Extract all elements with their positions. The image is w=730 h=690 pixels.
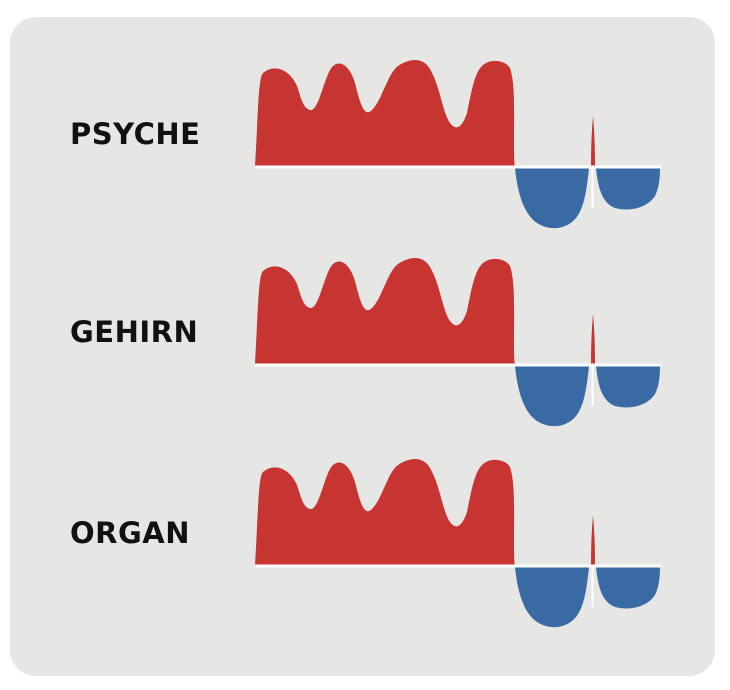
positive-wave-organ <box>255 459 515 565</box>
positive-wave-psyche <box>255 60 515 166</box>
negative-wave-b-gehirn <box>596 366 660 408</box>
spike-wave-gehirn <box>591 314 595 364</box>
negative-wave-a-psyche <box>515 168 589 229</box>
row-organ: ORGAN <box>0 447 730 647</box>
negative-wave-a-organ <box>515 567 589 628</box>
negative-wave-b-psyche <box>596 168 660 210</box>
spike-wave-psyche <box>591 116 595 166</box>
row-label-organ: ORGAN <box>70 516 191 550</box>
row-label-psyche: PSYCHE <box>70 117 201 151</box>
spike-wave-organ <box>591 515 595 565</box>
waveform-gehirn <box>255 258 661 427</box>
positive-wave-gehirn <box>255 258 515 364</box>
row-label-gehirn: GEHIRN <box>70 315 199 349</box>
negative-wave-a-gehirn <box>515 366 589 427</box>
row-gehirn: GEHIRN <box>0 246 730 446</box>
negative-wave-b-organ <box>596 567 660 609</box>
row-psyche: PSYCHE <box>0 48 730 248</box>
waveform-psyche <box>255 60 661 229</box>
waveform-organ <box>255 459 661 628</box>
